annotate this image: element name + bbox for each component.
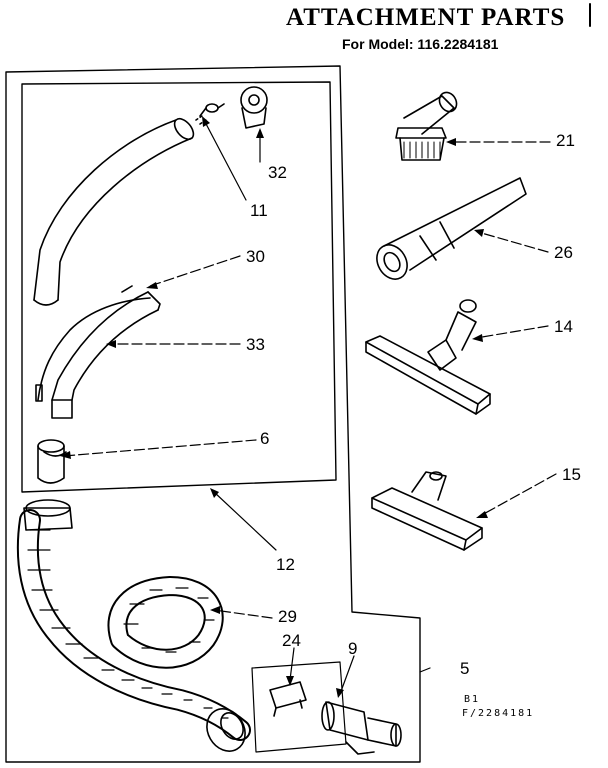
callout-26: 26 bbox=[554, 243, 573, 262]
wire-harness-part bbox=[35, 285, 151, 402]
callout-29: 29 bbox=[278, 607, 297, 626]
callout-21: 21 bbox=[556, 131, 575, 150]
callout-6: 6 bbox=[260, 429, 270, 448]
hose-clip-part bbox=[240, 86, 268, 129]
crevice-tool-part bbox=[376, 177, 527, 280]
hose-cuff-part bbox=[37, 439, 67, 484]
handle-wand bbox=[33, 117, 195, 306]
model-number: For Model: 116.2284181 bbox=[342, 36, 499, 52]
inner-assembly-outline bbox=[21, 81, 337, 493]
callout-5: 5 bbox=[460, 659, 470, 678]
dusting-brush-part bbox=[395, 91, 458, 161]
callout-9: 9 bbox=[348, 639, 358, 658]
callout-24: 24 bbox=[282, 631, 301, 650]
callout-15: 15 bbox=[562, 465, 581, 484]
connector-part bbox=[321, 701, 402, 755]
drawing-code-line-2: F/2284181 bbox=[462, 708, 535, 719]
callout-33: 33 bbox=[246, 335, 265, 354]
screw-part bbox=[195, 103, 225, 125]
floor-brush-part bbox=[365, 299, 491, 415]
leader-arrows bbox=[60, 116, 488, 698]
hose-end-cuff bbox=[206, 708, 246, 752]
callout-12: 12 bbox=[276, 555, 295, 574]
outer-assembly-outline bbox=[5, 65, 421, 763]
hose-part bbox=[16, 499, 251, 741]
callout-11: 11 bbox=[250, 201, 268, 220]
callout-32: 32 bbox=[268, 163, 287, 182]
page-title: ATTACHMENT PARTS bbox=[286, 4, 566, 31]
upholstery-nozzle-part bbox=[371, 471, 483, 551]
leader-lines bbox=[63, 119, 557, 695]
handle-part bbox=[51, 291, 161, 419]
callout-30: 30 bbox=[246, 247, 265, 266]
callout-14: 14 bbox=[554, 317, 573, 336]
drawing-code-line-1: B1 bbox=[464, 694, 481, 705]
